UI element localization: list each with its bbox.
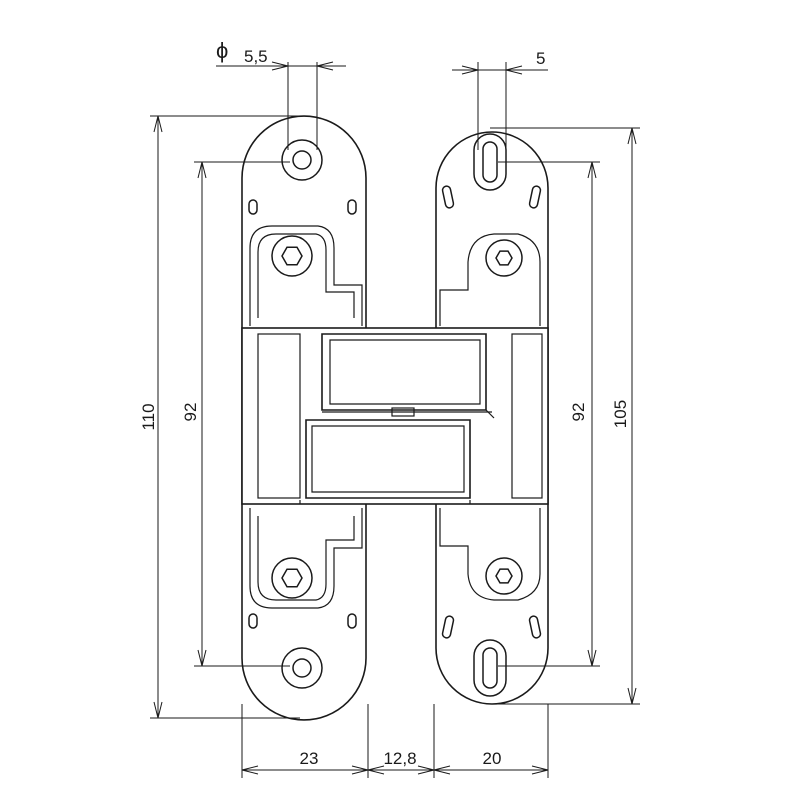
- right-bottom-hex-screw: [495, 568, 513, 584]
- slot-width-value: 5: [536, 49, 545, 68]
- left-hole-spacing-dimension: 92: [181, 161, 290, 667]
- right-hole-spacing-value: 92: [569, 403, 588, 422]
- left-small-slot: [347, 613, 357, 629]
- left-plate-width-value: 23: [300, 749, 319, 768]
- right-hole-spacing-dimension: 92: [498, 161, 600, 667]
- hole-diameter-value: 5,5: [244, 47, 268, 66]
- right-plate-width-value: 20: [483, 749, 502, 768]
- left-small-slot: [248, 613, 258, 629]
- right-side-slot: [441, 615, 455, 639]
- left-bottom-hex-screw: [281, 568, 303, 588]
- left-total-height-dimension: 110: [139, 115, 300, 719]
- right-side-slot: [528, 185, 542, 209]
- diameter-symbol: ϕ: [216, 38, 228, 63]
- slot-width-dimension: 5: [452, 49, 548, 150]
- left-hole-spacing-value: 92: [181, 403, 200, 422]
- right-side-slot: [528, 615, 542, 639]
- right-total-height-dimension: 105: [490, 127, 640, 705]
- left-total-height-value: 110: [139, 403, 158, 430]
- body-width-value: 12,8: [383, 749, 416, 768]
- left-top-hex-screw: [281, 246, 303, 266]
- hole-diameter-dimension: ϕ 5,5: [216, 38, 346, 150]
- left-small-slot: [347, 199, 357, 215]
- left-small-slot: [248, 199, 258, 215]
- right-side-slot: [441, 185, 455, 209]
- right-top-hex-screw: [495, 250, 513, 266]
- hinge-knuckle-body: [241, 327, 549, 505]
- width-dimensions: 23 12,8 20: [241, 704, 549, 778]
- right-total-height-value: 105: [611, 400, 630, 428]
